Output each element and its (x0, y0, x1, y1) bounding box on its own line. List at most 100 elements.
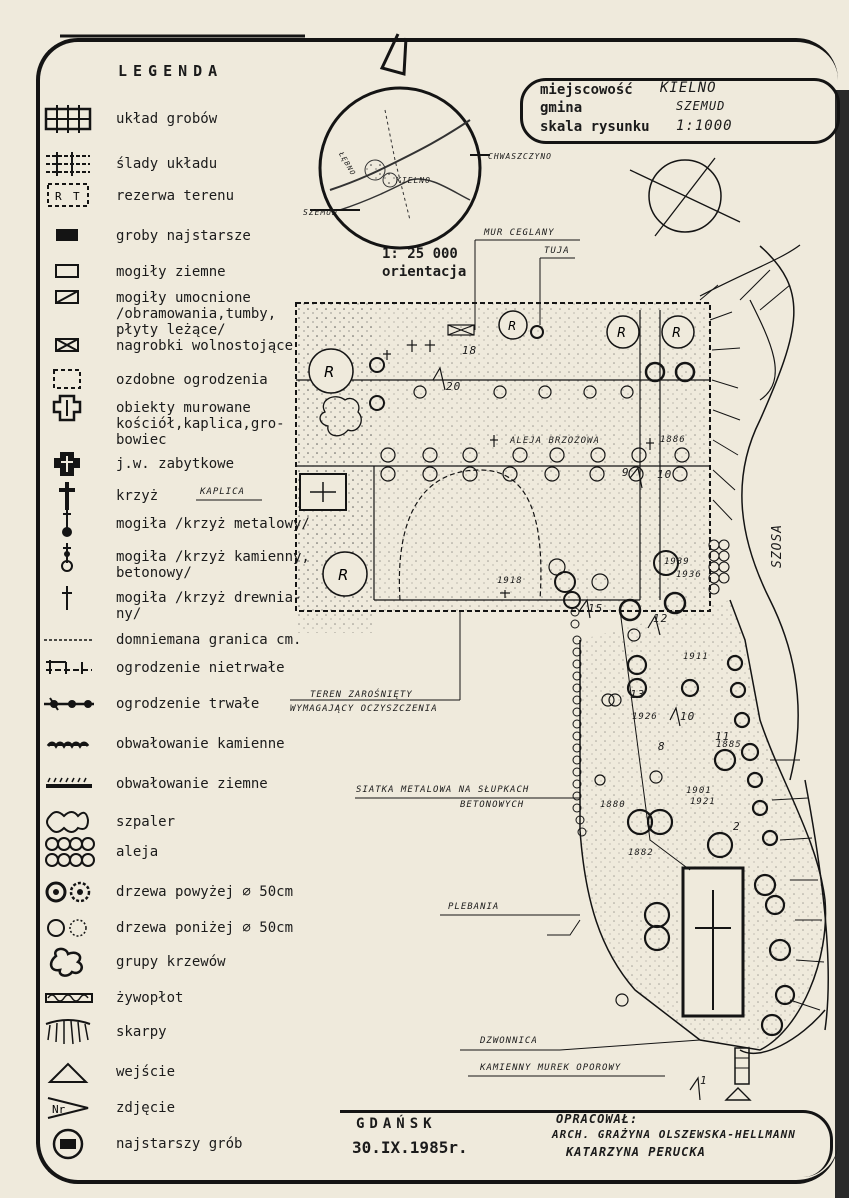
hedge-row-icon (46, 811, 90, 833)
slashed-rect-icon (55, 290, 79, 304)
footer-prepared: OPRACOWAŁ: (556, 1112, 639, 1126)
legend-item: mogiła /krzyż drewnia- ny/ (42, 582, 301, 622)
legend-item: ogrodzenie trwałe (42, 688, 259, 720)
photo-11: 11 (715, 730, 731, 743)
permanent-fence-icon (44, 697, 94, 711)
legend-label: mogiła /krzyż kamienny, betonowy/ (116, 549, 310, 581)
photo-10a: 10 (657, 468, 673, 481)
photo-10b: 10 (680, 710, 696, 723)
legend-item: żywopłot (42, 982, 183, 1014)
legend-label: najstarszy grób (116, 1136, 243, 1152)
entrance-icon (724, 1087, 752, 1101)
legend-item: nagrobki wolnostojące (42, 330, 293, 362)
legend-item: drzewa poniżej ∅ 50cm (42, 912, 293, 944)
scan-edge (835, 90, 849, 1198)
orientation-scale: 1: 25 000 (382, 246, 458, 262)
year-1918: 1918 (497, 576, 523, 586)
label-dzwonnica: DZWONNICA (480, 1036, 538, 1046)
year-1939: 1939 (664, 557, 690, 567)
cemetery-lower-area (570, 244, 829, 1101)
legend-label: aleja (116, 844, 159, 860)
legend-item: j.w. zabytkowe (42, 448, 234, 480)
church-outline-icon (52, 394, 82, 422)
label-mur: MUR CEGLANY (484, 228, 555, 238)
legend-item: obwałowanie ziemne (42, 768, 268, 800)
year-1936: 1936 (676, 570, 702, 580)
north-arrow-icon (379, 33, 408, 76)
legend-label: żywopłot (116, 990, 184, 1006)
legend-label: domniemana granica cm. (116, 632, 302, 648)
miejscowosc-label: miejscowość (540, 82, 633, 98)
photo-marker-icon: Nr (47, 1097, 89, 1119)
legend-label: ogrodzenie trwałe (116, 696, 260, 712)
year-1882: 1882 (628, 848, 654, 858)
label-tuja: TUJA (544, 246, 570, 256)
legend-item: układ grobów (42, 103, 217, 135)
shrub-group-icon (49, 947, 83, 977)
stone-cross-grave-icon (61, 543, 73, 572)
dashed-rect-icon (53, 369, 81, 389)
legend-item: grupy krzewów (42, 946, 226, 978)
svg-text:R: R (338, 566, 348, 584)
legend-item: aleja (42, 836, 158, 868)
legend-label: j.w. zabytkowe (116, 456, 235, 472)
crossed-rect-icon (55, 338, 79, 352)
label-teren2: WYMAGAJĄCY OCZYSZCZENIA (290, 704, 438, 714)
legend-item: szpaler (42, 806, 175, 838)
photo-1: 1 (700, 1074, 708, 1087)
legend-label: obwałowanie ziemne (116, 776, 268, 792)
legend-title: LEGENDA (118, 62, 224, 80)
year-1886: 1886 (660, 435, 686, 445)
cross-icon (59, 482, 75, 510)
orientation-label: orientacja (382, 264, 467, 280)
legend-label: grupy krzewów (116, 954, 226, 970)
footer-box (340, 1110, 833, 1177)
legend-item: obiekty murowane kościół,kaplica,gro- bo… (42, 392, 285, 448)
legend-item: najstarszy grób (42, 1128, 242, 1160)
large-tree-icon (45, 881, 91, 903)
grid-icon (44, 105, 92, 133)
label-siatka2: BETONOWYCH (460, 800, 525, 810)
year-1901: 1901 (686, 786, 712, 796)
photo-2: 2 (733, 820, 741, 833)
wooden-cross-grave-icon (62, 586, 72, 610)
svg-text:T: T (73, 190, 80, 203)
label-szosa: SZOSA (770, 523, 785, 568)
label-kaplica: KAPLICA (200, 487, 245, 497)
grid-trace-icon (46, 152, 90, 176)
sheet-frame (36, 38, 838, 1184)
label-murek: KAMIENNY MUREK OPOROWY (480, 1063, 622, 1073)
slope-hatching (699, 269, 825, 1011)
avenue-icon (45, 837, 95, 867)
label-plebania: PLEBANIA (448, 902, 500, 912)
legend-item: wejście (42, 1056, 175, 1088)
empty-rect-icon (55, 264, 79, 278)
church-filled-icon (54, 452, 80, 476)
oldest-grave-icon (52, 1128, 84, 1160)
svg-text:Nr: Nr (52, 1103, 66, 1116)
place-kielno: KIELNO (396, 176, 431, 185)
svg-text:R: R (617, 326, 626, 341)
year-1921: 1921 (690, 797, 716, 807)
earth-embankment-icon (46, 777, 92, 788)
legend-label: drzewa powyżej ∅ 50cm (116, 884, 294, 900)
legend-label: ogrodzenie nietrwałe (116, 660, 285, 676)
svg-text:R: R (672, 326, 681, 341)
orientation-inset (310, 86, 490, 250)
metal-cross-grave-icon (62, 510, 72, 537)
photo-8: 8 (658, 740, 666, 753)
legend-item: obwałowanie kamienne (42, 728, 285, 760)
legend-label: układ grobów (116, 111, 218, 127)
photo-18: 18 (462, 344, 478, 357)
gmina-value: SZEMUD (676, 99, 726, 113)
year-1911: 1911 (683, 652, 709, 662)
svg-text:R: R (55, 190, 62, 203)
legend-label: krzyż (116, 488, 159, 504)
title-block (520, 78, 840, 144)
filled-rect-icon (56, 229, 78, 241)
legend-item: ślady układu (42, 148, 217, 180)
